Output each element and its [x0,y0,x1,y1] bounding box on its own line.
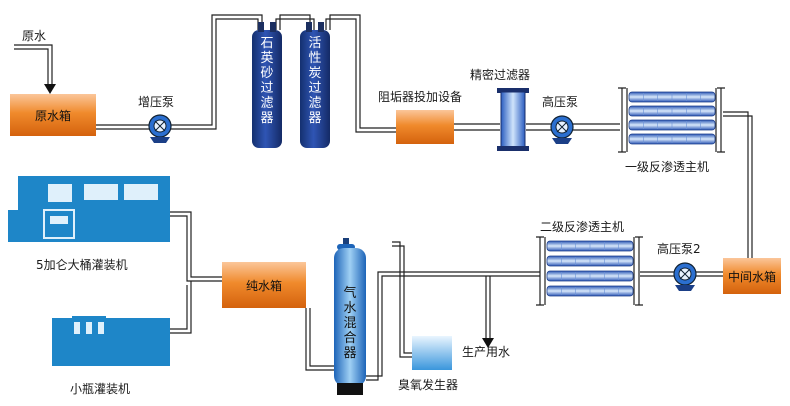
booster-pump-icon [148,114,172,143]
raw-water-tank [10,94,96,136]
production-water-arrow [482,338,494,348]
pure-water-tank-label: 纯水箱 [245,278,282,293]
inlet-arrow [44,84,56,94]
primary-ro-label: 一级反渗透主机 [625,160,710,174]
gas-water-mixer-label: 气水混合器 [343,286,357,361]
ozone-generator-label: 臭氧发生器 [398,378,459,392]
antiscalant-dosing-device [396,110,454,144]
bottle-filling-machine [52,316,170,366]
sand-filter [252,22,282,148]
bucket-filler-label: 5加仑大桶灌装机 [36,258,128,272]
booster-pump-label: 增压泵 [138,95,175,109]
antiscalant-dosing-label: 阻垢器投加设备 [378,90,463,104]
intermediate-tank-label: 中间水箱 [727,269,776,284]
high-pressure-pump-icon [550,115,574,144]
secondary-ro-unit [536,236,643,306]
secondary-ro-label: 二级反渗透主机 [540,220,625,234]
bucket-filling-machine [8,176,170,242]
high-pressure-pump-2-icon [673,262,697,291]
bottle-filler-label: 小瓶灌装机 [70,382,131,396]
raw-water-tank-label: 原水箱 [34,108,71,123]
primary-ro-unit [618,87,725,153]
gas-water-mixer [334,238,366,395]
high-pressure-pump-label: 高压泵 [542,95,579,109]
raw-water-label: 原水 [22,29,47,43]
ozone-generator [412,336,452,370]
pure-water-tank [222,262,306,308]
precision-filter-label: 精密过滤器 [470,68,531,82]
sand-filter-label: 石英砂过滤器 [260,36,274,126]
intermediate-water-tank [723,258,781,294]
precision-filter [497,88,529,151]
production-water-label: 生产用水 [462,345,511,359]
carbon-filter-label: 活性炭过滤器 [308,36,322,126]
carbon-filter [300,22,330,148]
high-pressure-pump-2-label: 高压泵2 [657,242,701,256]
